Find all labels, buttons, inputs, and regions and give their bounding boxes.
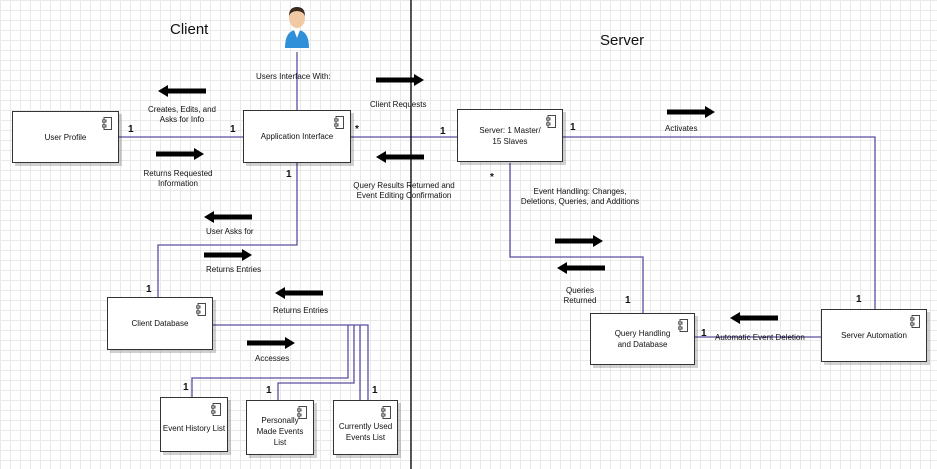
multiplicity: 1 [570,122,576,133]
uml-component-icon [910,315,920,328]
multiplicity: 1 [440,126,446,137]
edge-label-automatic-deletion: Automatic Event Deletion [715,333,805,342]
edge-label-users-interface: Users Interface With: [256,72,331,81]
uml-component-icon [334,116,344,129]
edge-label-accesses: Accesses [255,354,290,363]
multiplicity: 1 [701,328,707,339]
uml-component-icon [297,406,307,419]
uml-component-icon [678,319,688,332]
component-label: Currently Used Events List [338,421,393,442]
personally-made-events-list-component[interactable]: Personally Made Events List [246,400,314,455]
component-label: User Profile [44,132,87,142]
connector-clientdb-history [191,325,349,397]
multiplicity: 1 [230,124,236,135]
multiplicity: 1 [625,295,631,306]
arrow-left-icon [158,85,206,97]
arrow-right-icon [667,106,715,118]
event-history-list-component[interactable]: Event History List [160,397,228,452]
server-component[interactable]: Server: 1 Master/ 15 Slaves [457,109,563,162]
edge-label-query-results: Query Results Returned and Event Editing… [353,181,455,200]
multiplicity: * [355,124,359,135]
uml-component-icon [381,406,391,419]
edge-label-returns-entries: Returns Entries [206,265,262,274]
connector-server-query [509,163,644,313]
arrow-right-icon [247,337,295,349]
multiplicity: 1 [286,169,292,180]
component-label: Query Handling and Database [614,329,671,349]
connector-clientdb-personal [277,325,355,400]
component-label: Client Database [131,319,189,328]
connector-app-clientdb [157,163,298,297]
arrow-right-icon [204,249,252,261]
component-label: Server Automation [841,331,907,340]
user-profile-component[interactable]: User Profile [12,111,119,163]
connector-clientdb-current [213,324,369,400]
arrow-left-icon [557,262,605,274]
server-automation-component[interactable]: Server Automation [821,309,927,362]
edge-label-queries-returned: Queries Returned [563,286,597,305]
multiplicity: 1 [856,294,862,305]
edge-label-returns-entries: Returns Entries [273,306,329,315]
uml-component-icon [546,115,556,128]
client-section-title: Client [170,21,209,38]
edge-label-client-requests: Client Requests [370,100,427,109]
edge-label-event-handling: Event Handling: Changes, Deletions, Quer… [520,187,640,206]
currently-used-events-list-component[interactable]: Currently Used Events List [333,400,398,455]
multiplicity: 1 [128,124,134,135]
multiplicity: 1 [266,385,272,396]
application-interface-component[interactable]: Application Interface [243,110,351,163]
arrow-left-icon [275,287,323,299]
server-section-title: Server [600,32,645,49]
edge-label-activates: Activates [665,124,698,133]
edge-label-user-asks: User Asks for [206,227,254,236]
uml-component-icon [211,403,221,416]
arrow-layer [156,74,778,349]
arrow-right-icon [555,235,603,247]
component-label: Personally Made Events List [256,416,304,447]
edge-label-creates-edits: Creates, Edits, and Asks for Info [147,105,217,124]
arrow-left-icon [730,312,778,324]
client-database-component[interactable]: Client Database [107,297,213,350]
uml-component-icon [102,117,112,130]
uml-component-icon [196,303,206,316]
arrow-right-icon [376,74,424,86]
arrow-left-icon [204,211,252,223]
component-label: Event History List [162,424,226,433]
multiplicity: 1 [372,385,378,396]
multiplicity: * [490,172,494,183]
component-label: Application Interface [260,132,334,141]
query-handling-database-component[interactable]: Query Handling and Database [590,313,695,365]
multiplicity: 1 [183,382,189,393]
arrow-right-icon [156,148,204,160]
component-label: Server: 1 Master/ 15 Slaves [479,125,541,146]
edge-label-returns-requested: Returns Requested Information [143,169,213,188]
multiplicity: 1 [146,284,152,295]
connector-server-automation [563,136,876,309]
user-actor-icon [285,7,309,48]
arrow-left-icon [376,151,424,163]
